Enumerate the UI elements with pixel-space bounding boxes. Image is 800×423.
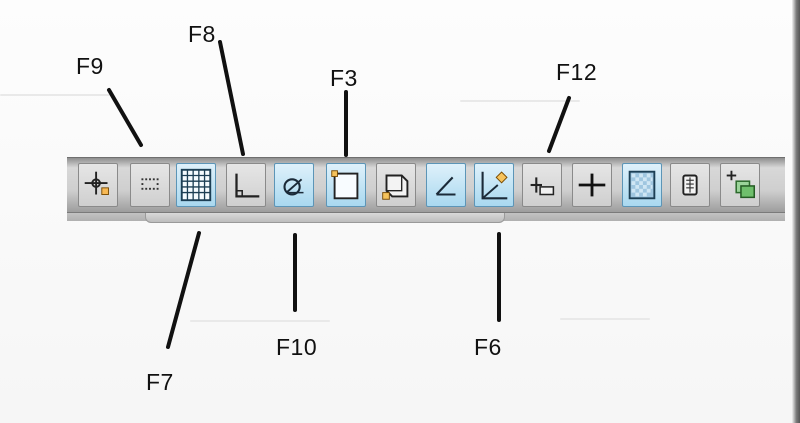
polar-tracking-button[interactable] [274, 163, 314, 207]
callout-label-f10: F10 [276, 334, 318, 360]
callout-label-f9: F9 [76, 53, 104, 79]
object-snap-button[interactable] [326, 163, 366, 207]
polar-tracking-icon [283, 178, 304, 196]
dynamic-input-icon [530, 177, 555, 196]
ortho-mode-icon [235, 173, 260, 198]
3d-object-snap-button[interactable] [376, 163, 416, 207]
callout-label-f3: F3 [330, 65, 358, 91]
dynamic-ucs-button[interactable] [474, 163, 514, 207]
background-smudge [0, 94, 110, 96]
model-space-crosshair-icon [84, 171, 109, 195]
status-bar-tab [145, 213, 505, 223]
snap-mode-icon [141, 178, 159, 190]
model-space-crosshair-button[interactable] [78, 163, 118, 207]
object-snap-tracking-button[interactable] [426, 163, 466, 207]
transparency-button[interactable] [622, 163, 662, 207]
selection-cycling-button[interactable] [720, 163, 760, 207]
lineweight-icon [578, 173, 606, 197]
callout-label-f8: F8 [188, 21, 216, 47]
page-edge [792, 0, 800, 423]
callout-label-f12: F12 [556, 59, 598, 85]
transparency-icon [628, 170, 656, 200]
lineweight-button[interactable] [572, 163, 612, 207]
callout-label-f6: F6 [474, 334, 502, 360]
grid-display-icon [180, 168, 212, 202]
selection-cycling-icon [726, 170, 756, 199]
quick-properties-icon [682, 174, 698, 196]
snap-mode-button[interactable] [130, 163, 170, 207]
background-smudge [460, 100, 580, 102]
object-snap-icon [331, 170, 359, 200]
3d-object-snap-icon [382, 174, 409, 200]
object-snap-tracking-icon [435, 176, 456, 196]
ortho-mode-button[interactable] [226, 163, 266, 207]
dynamic-ucs-icon [481, 171, 508, 200]
quick-properties-button[interactable] [670, 163, 710, 207]
callout-label-f7: F7 [146, 369, 174, 395]
dynamic-input-button[interactable] [522, 163, 562, 207]
grid-display-button[interactable] [176, 163, 216, 207]
background-smudge [560, 318, 650, 320]
background-smudge [190, 320, 330, 322]
